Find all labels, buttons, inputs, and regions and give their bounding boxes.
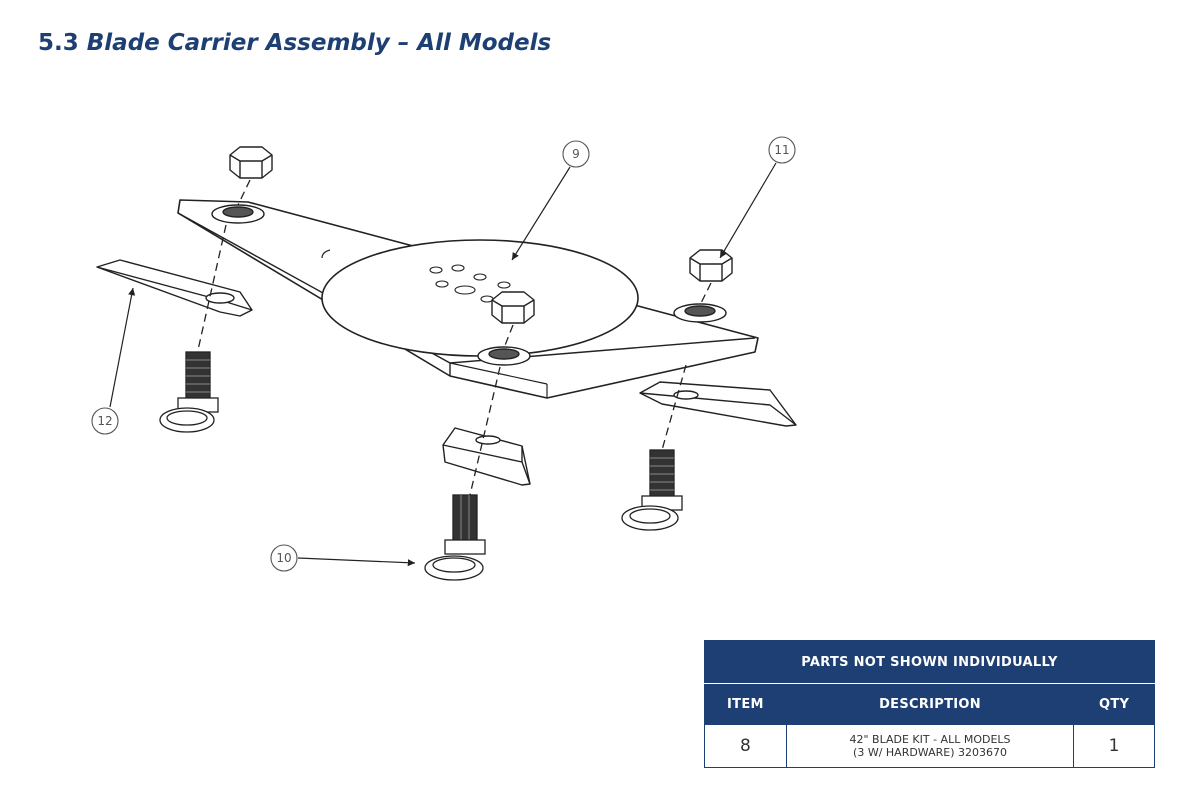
callout-leaders (109, 162, 777, 567)
callout-11-label: 11 (774, 143, 789, 157)
exploded-assembly-diagram: 9 11 12 10 (91, 136, 797, 581)
blade-icon (96, 259, 797, 486)
parts-table-heading: PARTS NOT SHOWN INDIVIDUALLY (704, 640, 1155, 684)
column-header-item: ITEM (704, 683, 787, 725)
hex-nut-icon (229, 146, 733, 324)
callout-10: 10 (270, 544, 298, 572)
column-header-description: DESCRIPTION (785, 683, 1075, 725)
column-header-qty: QTY (1073, 683, 1155, 725)
callout-12: 12 (91, 407, 119, 435)
callout-12-label: 12 (97, 414, 112, 428)
parts-table: PARTS NOT SHOWN INDIVIDUALLY ITEM DESCRI… (704, 640, 1155, 768)
washer-icon (211, 204, 727, 366)
callout-9-label: 9 (572, 147, 580, 161)
table-row: 8 42" BLADE KIT - ALL MODELS (3 W/ HARDW… (704, 724, 1155, 768)
description-line-1: 42" BLADE KIT - ALL MODELS (849, 733, 1011, 746)
section-title: Blade Carrier Assembly – All Models (86, 30, 552, 56)
section-number: 5.3 (38, 30, 79, 56)
page-title: 5.3 Blade Carrier Assembly – All Models (38, 30, 551, 56)
callout-10-label: 10 (276, 551, 291, 565)
callout-11: 11 (768, 136, 796, 164)
blade-bolt-icon (159, 351, 683, 581)
cell-qty: 1 (1073, 724, 1155, 768)
carrier-plate-icon (177, 199, 759, 399)
callout-9: 9 (562, 140, 590, 168)
description-line-2: (3 W/ HARDWARE) 3203670 (853, 746, 1007, 759)
assembly-axis-lines (197, 179, 712, 496)
cell-item: 8 (704, 724, 787, 768)
cell-description: 42" BLADE KIT - ALL MODELS (3 W/ HARDWAR… (785, 724, 1075, 768)
